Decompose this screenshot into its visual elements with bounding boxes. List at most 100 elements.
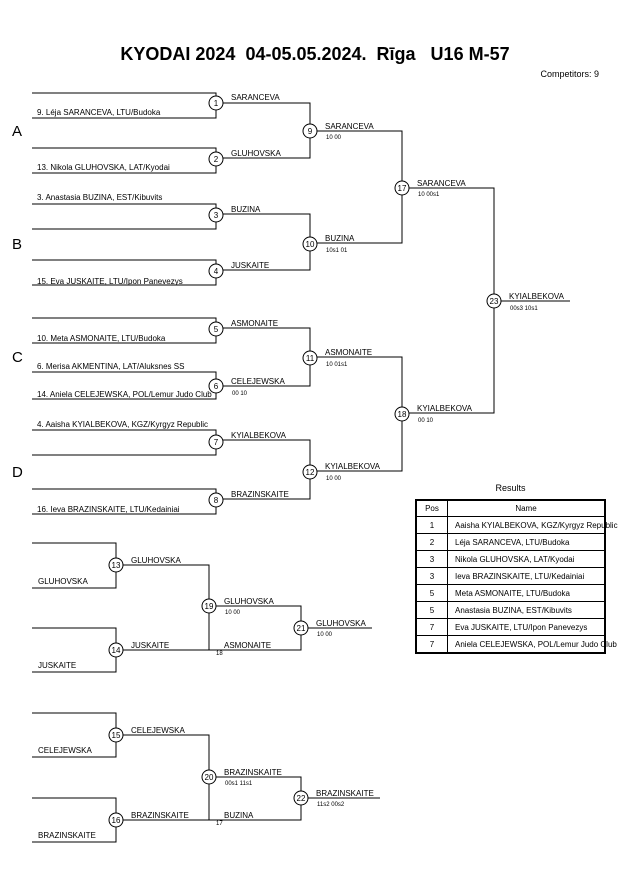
match-number-badge: 15 (108, 727, 124, 743)
match-number-circle (293, 790, 309, 806)
match-number: 13 (112, 561, 121, 570)
match-score: 00 10 (232, 391, 248, 397)
match-number-badge: 5 (208, 321, 224, 337)
entry-name: 14. Aniela CELEJEWSKA, POL/Lemur Judo Cl… (37, 390, 212, 399)
match-number-badge: 7 (208, 434, 224, 450)
match-loser: BUZINA (224, 811, 254, 820)
result-pos: 5 (415, 584, 448, 602)
match-winner: GLUHOVSKA (231, 149, 281, 158)
match-score: 00s1 11s1 (225, 781, 253, 787)
bracket-line (310, 130, 403, 244)
match-number-badge: 3 (208, 207, 224, 223)
match-number: 18 (398, 410, 407, 419)
result-name: Ieva BRAZINSKAITE, LTU/Kedainiai (447, 567, 606, 585)
entry-name: 6. Merisa AKMENTINA, LAT/Aluksnes SS (37, 362, 184, 371)
bracket-line (116, 564, 210, 651)
results-title: Results (495, 483, 526, 493)
bracket-line (32, 429, 217, 456)
result-name: Aaisha KYIALBEKOVA, KGZ/Kyrgyz Republic (447, 516, 618, 534)
result-name: Aniela CELEJEWSKA, POL/Lemur Judo Club (447, 635, 617, 654)
match-score: 10 00 (225, 610, 241, 616)
match-number: 3 (214, 211, 219, 220)
match-winner: JUSKAITE (131, 641, 169, 650)
match-score: 10 00s1 (418, 192, 440, 198)
results-header-name: Name (447, 499, 606, 517)
match-number-circle (302, 236, 318, 252)
match-number-badge: 21 (293, 620, 309, 636)
page-title: KYODAI 2024 04-05.05.2024. Rīga U16 M-57 (120, 44, 510, 64)
match-winner: SARANCEVA (325, 122, 374, 131)
match-number-circle (208, 434, 224, 450)
match-number: 23 (490, 297, 499, 306)
match-score: 10 01s1 (326, 362, 348, 368)
match-number-badge: 19 (201, 598, 217, 614)
result-pos: 7 (415, 618, 448, 636)
match-number-badge: 20 (201, 769, 217, 785)
match-number-badge: 23 (486, 293, 502, 309)
match-number: 17 (398, 184, 407, 193)
match-number-circle (302, 350, 318, 366)
match-number-badge: 14 (108, 642, 124, 658)
match-number-circle (394, 180, 410, 196)
match-number: 11 (306, 354, 315, 363)
repechage-entry: BRAZINSKAITE (38, 831, 96, 840)
match-winner: GLUHOVSKA (224, 597, 274, 606)
bracket-line (310, 356, 403, 472)
result-pos: 3 (415, 567, 448, 585)
match-score: 00 10 (418, 418, 434, 424)
result-name: Meta ASMONAITE, LTU/Budoka (447, 584, 606, 602)
match-number-circle (394, 406, 410, 422)
repechage-entry: JUSKAITE (38, 661, 76, 670)
match-number-badge: 13 (108, 557, 124, 573)
match-winner: CELEJEWSKA (231, 377, 285, 386)
match-score: 11s2 00s2 (317, 802, 345, 808)
match-number-badge: 4 (208, 263, 224, 279)
match-number: 9 (308, 127, 313, 136)
match-winner: BRAZINSKAITE (316, 789, 374, 798)
bracket-line (116, 734, 210, 821)
match-number-circle (201, 598, 217, 614)
result-name: Eva JUSKAITE, LTU/Ipon Panevezys (447, 618, 606, 636)
bracket-line (402, 187, 495, 414)
match-number: 21 (297, 624, 306, 633)
match-winner: CELEJEWSKA (131, 726, 185, 735)
match-number-badge: 8 (208, 492, 224, 508)
match-winner: BRAZINSKAITE (224, 768, 282, 777)
entry-name: 16. Ieva BRAZINSKAITE, LTU/Kedainiai (37, 505, 180, 514)
match-winner: KYIALBEKOVA (325, 462, 381, 471)
pool-label-a: A (12, 123, 22, 140)
match-number: 1 (214, 99, 219, 108)
bracket-line (209, 776, 302, 821)
bracket-line (32, 203, 217, 230)
pool-label-b: B (12, 236, 22, 253)
pool-label-d: D (12, 464, 23, 481)
match-winner: BUZINA (325, 234, 355, 243)
match-winner: KYIALBEKOVA (417, 404, 473, 413)
match-number-badge: 9 (302, 123, 318, 139)
entry-name: 3. Anastasia BUZINA, EST/Kibuvits (37, 193, 162, 202)
result-name: Nikola GLUHOVSKA, LAT/Kyodai (447, 550, 606, 568)
result-pos: 3 (415, 550, 448, 568)
match-number: 8 (214, 496, 219, 505)
entry-name: 4. Aaisha KYIALBEKOVA, KGZ/Kyrgyz Republ… (37, 420, 208, 429)
match-winner: SARANCEVA (417, 179, 466, 188)
result-pos: 7 (415, 635, 448, 654)
match-number-circle (302, 123, 318, 139)
match-winner: BRAZINSKAITE (231, 490, 289, 499)
match-loser: ASMONAITE (224, 641, 271, 650)
match-number-circle (208, 321, 224, 337)
match-winner: JUSKAITE (231, 261, 269, 270)
entry-name: 9. Léja SARANCEVA, LTU/Budoka (37, 108, 161, 117)
match-score: 10 00 (326, 476, 342, 482)
results-header-pos: Pos (415, 499, 448, 517)
result-pos: 2 (415, 533, 448, 551)
match-number: 22 (297, 794, 306, 803)
